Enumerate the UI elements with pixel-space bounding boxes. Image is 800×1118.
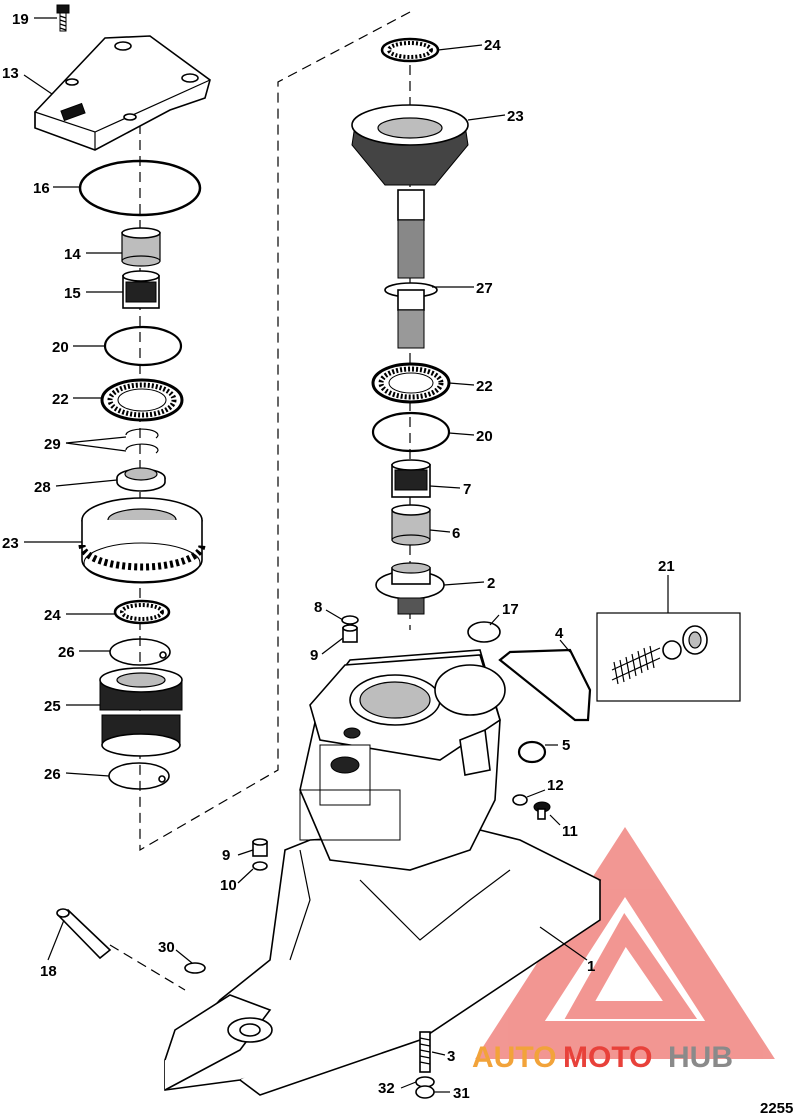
assembly-guide-line bbox=[139, 11, 411, 852]
leader-lines bbox=[23, 17, 669, 1093]
callout-26-upper: 26 bbox=[58, 644, 75, 661]
part-plug-30 bbox=[184, 962, 206, 974]
part-retaining-ring-26b bbox=[108, 762, 170, 790]
part-cover-plate-13 bbox=[34, 35, 211, 151]
part-thrust-bearing-22a bbox=[100, 378, 184, 422]
callout-4: 4 bbox=[555, 625, 564, 642]
callout-28: 28 bbox=[34, 479, 51, 496]
callout-14: 14 bbox=[64, 246, 81, 263]
part-gasket-4 bbox=[498, 648, 592, 722]
part-thrust-bearing-24b bbox=[380, 37, 440, 63]
callout-3: 3 bbox=[447, 1048, 455, 1065]
part-bushing-9a bbox=[342, 624, 358, 643]
part-needle-bearing-7 bbox=[391, 459, 431, 498]
part-stud-3 bbox=[419, 1031, 431, 1073]
callout-11: 11 bbox=[562, 823, 578, 840]
callout-32: 32 bbox=[378, 1080, 395, 1097]
part-thrust-washer-20a bbox=[103, 325, 183, 367]
callout-23-right: 23 bbox=[507, 108, 524, 125]
part-thrust-washer-20b bbox=[371, 411, 451, 453]
part-thrust-bearing-22b bbox=[371, 362, 451, 404]
callout-29: 29 bbox=[44, 436, 61, 453]
callout-20-left: 20 bbox=[52, 339, 69, 356]
watermark-hub: HUB bbox=[668, 1041, 733, 1074]
part-clutch-25 bbox=[99, 667, 183, 757]
callout-27: 27 bbox=[476, 280, 493, 297]
part-needle-bearing-15 bbox=[122, 270, 160, 309]
callout-2: 2 bbox=[487, 575, 495, 592]
part-retaining-rings-29 bbox=[125, 428, 159, 454]
callout-17: 17 bbox=[502, 601, 519, 618]
part-bushing-6 bbox=[391, 504, 431, 546]
callout-23-left: 23 bbox=[2, 535, 19, 552]
part-retaining-ring-26a bbox=[109, 638, 171, 666]
part-pin-18 bbox=[56, 908, 112, 960]
part-screw-19 bbox=[56, 4, 70, 32]
part-washer-10 bbox=[252, 861, 268, 871]
callout-20-right: 20 bbox=[476, 428, 493, 445]
callout-9-upper: 9 bbox=[310, 647, 318, 664]
callout-24-right: 24 bbox=[484, 37, 501, 54]
callout-5: 5 bbox=[562, 737, 570, 754]
part-o-ring-5 bbox=[517, 740, 547, 764]
part-bevel-gear-23b bbox=[351, 104, 469, 186]
callout-25: 25 bbox=[44, 698, 61, 715]
callout-12: 12 bbox=[547, 777, 564, 794]
callout-9-lower: 9 bbox=[222, 847, 230, 864]
callout-21: 21 bbox=[658, 558, 675, 575]
callout-16: 16 bbox=[33, 180, 50, 197]
figure-number: 2255 bbox=[760, 1100, 793, 1117]
watermark-auto: AUTO bbox=[472, 1041, 556, 1074]
callout-7: 7 bbox=[463, 481, 471, 498]
callout-30: 30 bbox=[158, 939, 175, 956]
part-bevel-gear-23a bbox=[78, 497, 206, 584]
callout-22-left: 22 bbox=[52, 391, 69, 408]
part-washer-8 bbox=[341, 615, 359, 625]
watermark-text: AUTO MOTO HUB bbox=[472, 1041, 733, 1074]
callout-8: 8 bbox=[314, 599, 322, 616]
pin-guide-line bbox=[109, 944, 186, 991]
part-bushing-14 bbox=[121, 227, 161, 267]
callout-15: 15 bbox=[64, 285, 81, 302]
callout-19: 19 bbox=[12, 11, 29, 28]
part-plug-17 bbox=[467, 621, 501, 643]
callout-18: 18 bbox=[40, 963, 57, 980]
callout-labels: 19 13 16 14 15 20 22 29 28 23 24 26 25 2… bbox=[2, 11, 793, 1117]
part-bushing-9b bbox=[252, 838, 268, 857]
callout-26-lower: 26 bbox=[44, 766, 61, 783]
part-washer-12 bbox=[512, 794, 528, 806]
part-thrust-bearing-24a bbox=[113, 599, 171, 625]
part-bearing-retainer-2 bbox=[375, 562, 445, 615]
callout-6: 6 bbox=[452, 525, 460, 542]
part-drive-shaft-27 bbox=[384, 189, 438, 349]
callout-1: 1 bbox=[587, 958, 595, 975]
part-screw-11 bbox=[533, 801, 551, 820]
part-bushing-28 bbox=[116, 467, 166, 492]
part-gear-housing-1 bbox=[164, 649, 602, 1096]
callout-31: 31 bbox=[453, 1085, 470, 1102]
part-nut-31 bbox=[415, 1085, 435, 1099]
callout-22-right: 22 bbox=[476, 378, 493, 395]
callout-13: 13 bbox=[2, 65, 19, 82]
callout-10: 10 bbox=[220, 877, 237, 894]
callout-24-left: 24 bbox=[44, 607, 61, 624]
watermark-logo bbox=[475, 826, 775, 1059]
watermark-moto: MOTO bbox=[563, 1041, 652, 1074]
part-o-ring-16 bbox=[78, 159, 202, 217]
part-kit-21-inset bbox=[596, 612, 741, 702]
